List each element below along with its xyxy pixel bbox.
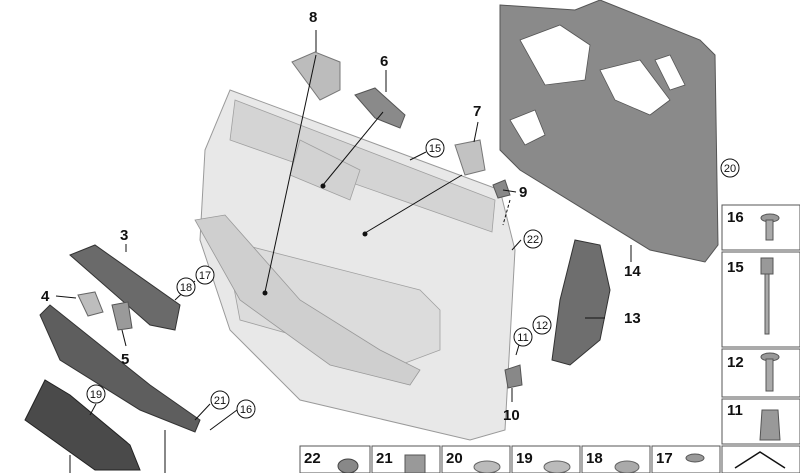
callout-4: 4 <box>41 288 50 305</box>
screw-icon <box>685 453 705 463</box>
callout-11: 11 <box>517 332 528 344</box>
clip-part-9 <box>492 179 511 199</box>
insulation-sheet-part <box>499 0 719 263</box>
star-washer-icon <box>473 460 501 473</box>
callout-15-circle <box>425 138 445 158</box>
cap-part-10 <box>504 364 523 389</box>
switch-panel-part-3 <box>69 244 181 331</box>
callout-10: 10 <box>503 407 520 424</box>
callout-20-circle <box>720 158 740 178</box>
callout-5: 5 <box>121 351 129 368</box>
callout-15: 15 <box>429 143 441 155</box>
legend-label: 12 <box>727 354 744 371</box>
screw-icon <box>760 352 780 392</box>
callout-9: 9 <box>519 184 527 201</box>
callout-17: 17 <box>199 270 211 282</box>
legend-label: 15 <box>727 259 744 276</box>
fastener-legend-bottom: 22 21 20 19 18 17 <box>299 445 721 473</box>
legend-label: 17 <box>656 450 673 467</box>
callout-21-circle <box>210 390 230 410</box>
callout-6: 6 <box>380 53 388 70</box>
legend-label: 19 <box>516 450 533 467</box>
trim-strip-part-19 <box>24 379 141 471</box>
bracket-part-5 <box>111 301 133 331</box>
callout-22-circle <box>523 229 543 249</box>
callout-16-circle <box>236 399 256 419</box>
cover-part-4 <box>77 291 104 317</box>
callout-7: 7 <box>473 103 481 120</box>
callout-dot <box>362 231 368 237</box>
clip-icon <box>404 454 426 473</box>
callout-dot <box>262 290 268 296</box>
legend-cell <box>721 445 800 473</box>
arrow-icon <box>734 451 786 469</box>
callout-12: 12 <box>536 320 548 332</box>
clip-nut-icon <box>759 409 781 441</box>
callout-dot <box>320 183 326 189</box>
mirror-cover-part-7 <box>454 139 486 176</box>
legend-cell <box>721 204 800 251</box>
legend-cell <box>299 445 371 473</box>
callout-12-circle <box>532 315 552 335</box>
bracket-part-6 <box>354 87 406 129</box>
callout-21: 21 <box>214 395 226 407</box>
callout-22: 22 <box>527 234 539 246</box>
fastener-legend-right: 16 15 12 11 <box>721 204 800 473</box>
carrier-part-13 <box>551 239 611 366</box>
callout-3: 3 <box>120 227 128 244</box>
grommet-icon <box>337 458 359 473</box>
tweeter-cover-part <box>291 51 341 101</box>
legend-label: 18 <box>586 450 603 467</box>
legend-label: 22 <box>304 450 321 467</box>
callout-18: 18 <box>180 282 192 294</box>
nut-icon <box>614 460 640 473</box>
washer-icon <box>543 460 571 473</box>
pin-icon <box>760 257 774 335</box>
callout-19: 19 <box>90 389 102 401</box>
door-trim-panel-part <box>194 89 516 441</box>
legend-label: 11 <box>727 402 743 419</box>
legend-label: 21 <box>376 450 393 467</box>
callout-16: 16 <box>240 404 252 416</box>
callout-13: 13 <box>624 310 641 327</box>
callout-14: 14 <box>624 263 641 280</box>
legend-label: 16 <box>727 209 744 226</box>
callout-8: 8 <box>309 9 317 26</box>
callout-17-circle <box>195 265 215 285</box>
callout-18-circle <box>176 277 196 297</box>
legend-label: 20 <box>446 450 463 467</box>
trim-strip-part <box>39 304 201 433</box>
callout-20: 20 <box>724 163 736 175</box>
callout-11-circle <box>513 327 533 347</box>
screw-icon <box>760 213 780 241</box>
callout-19-circle <box>86 384 106 404</box>
